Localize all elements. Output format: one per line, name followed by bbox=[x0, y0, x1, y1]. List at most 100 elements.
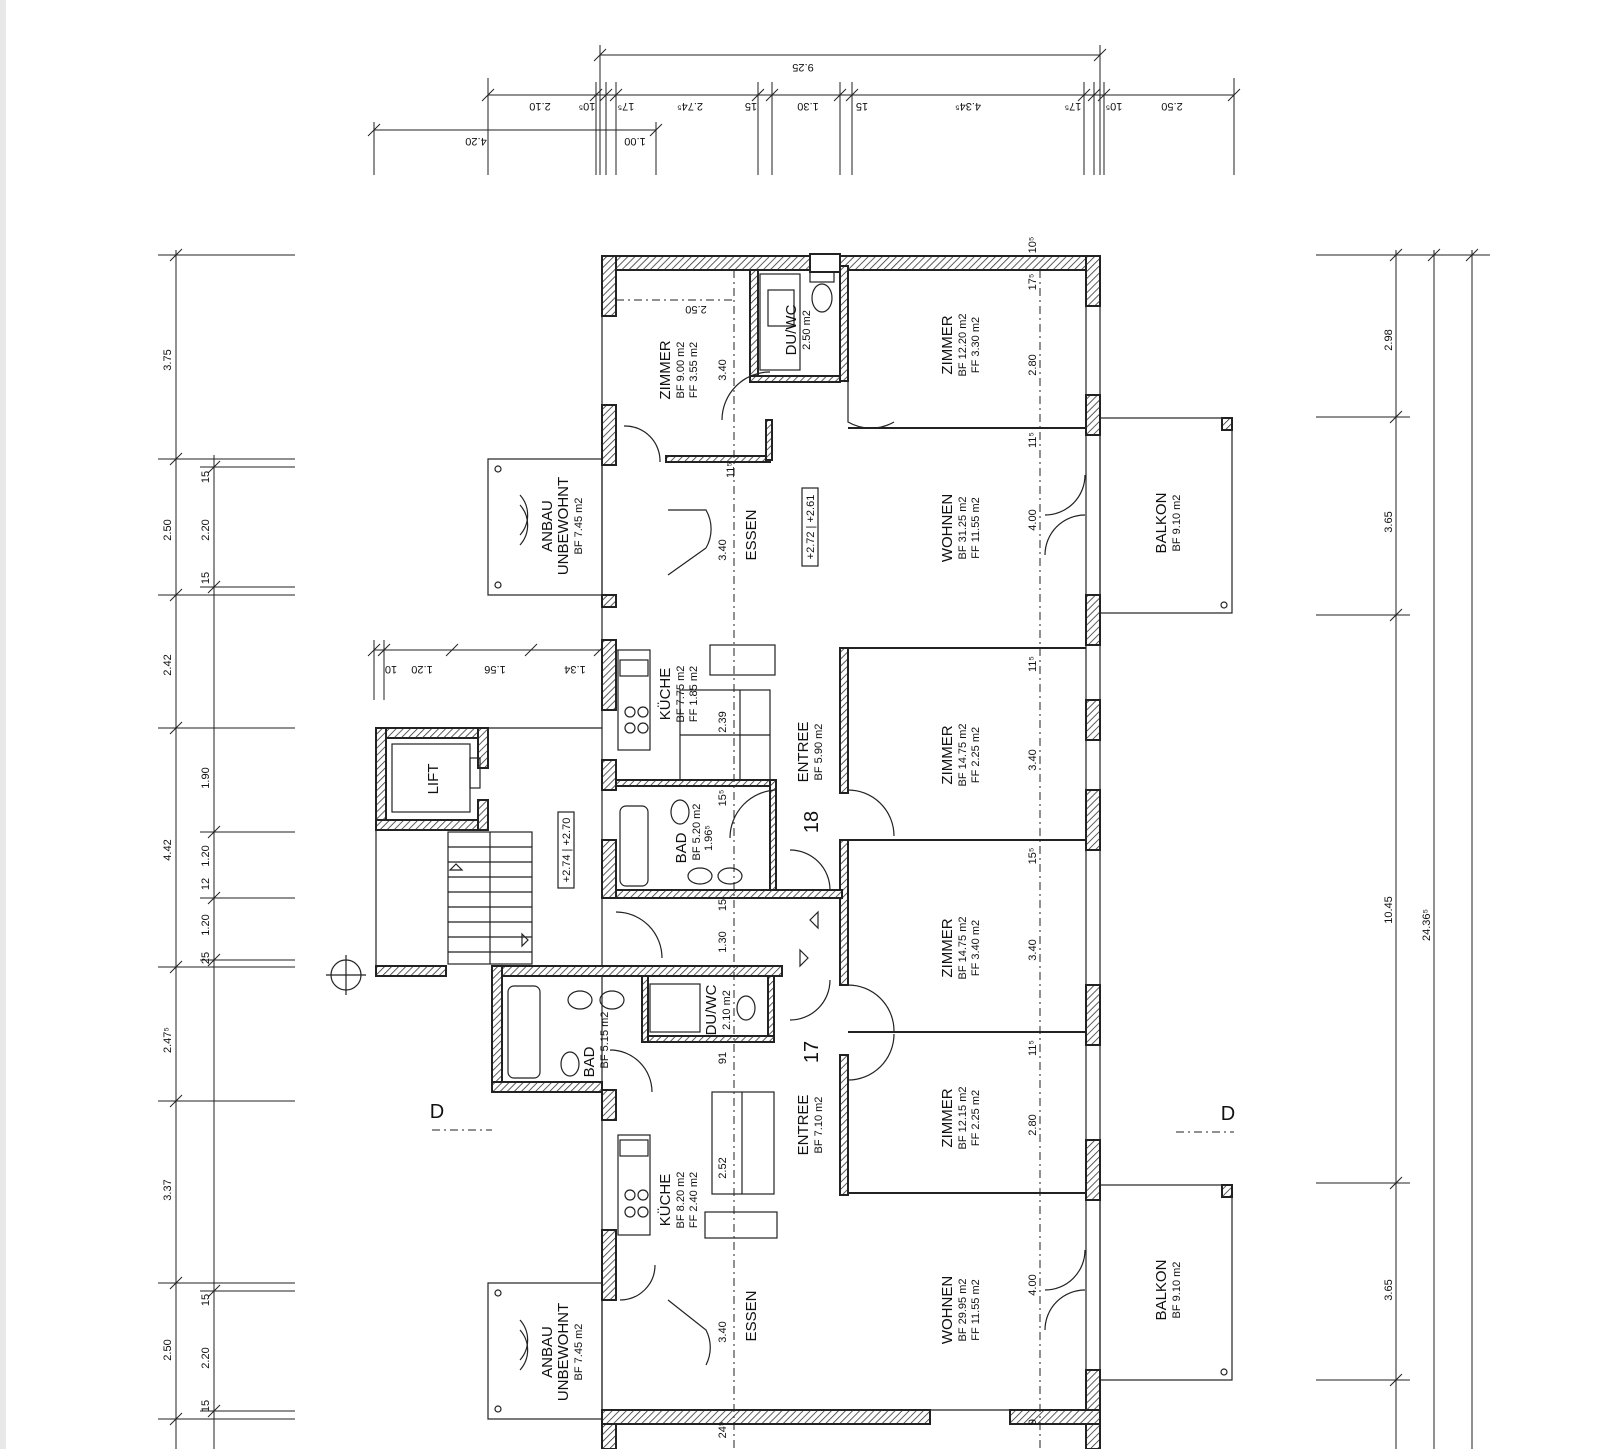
room-ff-wohnen-2: FF 11.55 m2 bbox=[970, 1279, 982, 1341]
dim-inner-7: 2.39 bbox=[717, 711, 729, 732]
room-name-kueche-2: KÜCHE bbox=[656, 1174, 674, 1227]
dim-inner-3: 2.80 bbox=[1027, 354, 1039, 375]
room-ff-zimmer-3: FF 2.25 m2 bbox=[970, 727, 982, 783]
room-bf-zimmer-5: BF 12.15 m2 bbox=[957, 1087, 969, 1150]
unit-number-17: 17 bbox=[801, 1041, 823, 1063]
room-name-duwc-2: DU/WC bbox=[703, 984, 720, 1035]
room-name-balkon-1: BALKON bbox=[1153, 493, 1170, 554]
level-label-upper: +2.72 | +2.61 bbox=[805, 495, 817, 560]
room-bf-anbau-2: BF 7.45 m2 bbox=[573, 1324, 585, 1381]
dim-mid-2: 1.20 bbox=[411, 663, 432, 675]
dim-left2-10: 2.20 bbox=[200, 1347, 212, 1368]
room-bf-kueche-2: BF 8.20 m2 bbox=[675, 1172, 687, 1229]
room-ff-zimmer-4: FF 3.40 m2 bbox=[970, 920, 982, 976]
room-area-duwc-1: 2.50 m2 bbox=[801, 310, 813, 350]
room-bf-wohnen-2: BF 29.95 m2 bbox=[957, 1279, 969, 1342]
room-bf-zimmer-1: BF 9.00 m2 bbox=[675, 342, 687, 399]
dim-mid-3: 1.56 bbox=[484, 663, 505, 675]
dim-inner-1: 2.50 bbox=[685, 303, 706, 315]
room-labels: ZIMMER BF 9.00 m2 FF 3.55 m2 DU/WC 2.50 … bbox=[425, 304, 1235, 1401]
dim-right-3: 10.45 bbox=[1383, 896, 1395, 924]
dim-top-i: 17⁵ bbox=[1065, 100, 1082, 112]
room-bf-bad-1: BF 5.20 m2 bbox=[691, 804, 703, 861]
room-name-anbau-1a: ANBAU bbox=[539, 500, 556, 552]
dim-right-5: 3.65 bbox=[1383, 1279, 1395, 1300]
dim-inner-24: 91 bbox=[717, 1052, 729, 1064]
dim-left2-5: 1.20 bbox=[200, 845, 212, 866]
room-name-wohnen-1: WOHNEN bbox=[939, 494, 956, 562]
room-name-essen-1: ESSEN bbox=[743, 510, 760, 561]
dim-inner-14: 10⁵ bbox=[1027, 237, 1039, 254]
room-bf-zimmer-4: BF 14.75 m2 bbox=[957, 917, 969, 980]
room-bf-anbau-1: BF 7.45 m2 bbox=[573, 498, 585, 555]
dim-inner-8: 3.40 bbox=[1027, 749, 1039, 770]
room-ff-zimmer-2: FF 3.30 m2 bbox=[970, 317, 982, 373]
dim-left2-11: 15 bbox=[200, 1400, 212, 1412]
level-box-stair bbox=[557, 811, 575, 889]
dim-left2-2: 2.20 bbox=[200, 519, 212, 540]
dim-left2-6: 12 bbox=[200, 878, 212, 890]
room-bf-entree-2: BF 7.10 m2 bbox=[813, 1097, 825, 1154]
dim-mid-4: 1.34 bbox=[564, 663, 585, 675]
dim-inner-19: 11⁵ bbox=[1027, 1040, 1039, 1056]
dim-left2-4: 1.90 bbox=[200, 767, 212, 788]
dim-inner-21: 15⁵ bbox=[717, 790, 729, 807]
room-name-anbau-1b: UNBEWOHNT bbox=[555, 477, 572, 575]
dim-left-2: 2.50 bbox=[162, 519, 174, 540]
dim-top-j: 10⁵ bbox=[1106, 100, 1123, 112]
dim-inner-10: 2.80 bbox=[1027, 1114, 1039, 1135]
left-dimension-chains bbox=[158, 248, 640, 1449]
room-bf-bad-2: BF 5.15 m2 bbox=[599, 1012, 611, 1069]
dim-left-1: 3.75 bbox=[162, 349, 174, 370]
dim-top-a: 2.10 bbox=[529, 100, 550, 112]
room-name-zimmer-2: ZIMMER bbox=[939, 315, 956, 374]
dim-top-e: 15 bbox=[745, 100, 757, 112]
dim-right-4: 24.36⁵ bbox=[1421, 909, 1433, 941]
level-box-upper bbox=[801, 487, 819, 567]
dim-inner-26: 24⁵ bbox=[717, 1422, 729, 1439]
dim-top-c: 17⁵ bbox=[618, 100, 635, 112]
room-name-bad-2: BAD bbox=[581, 1046, 598, 1077]
dim-top-b: 10⁵ bbox=[579, 100, 596, 112]
dim-inner-15: 17⁵ bbox=[1027, 274, 1039, 291]
dim-left-4: 4.42 bbox=[162, 839, 174, 860]
room-bf-balkon-1: BF 9.10 m2 bbox=[1171, 495, 1183, 552]
dim-inner-17: 11⁵ bbox=[1027, 656, 1039, 672]
dim-inner-11: 4.00 bbox=[1027, 1274, 1039, 1295]
section-mark-right: D bbox=[1221, 1103, 1235, 1125]
dim-top-l: 4.20 bbox=[465, 135, 486, 147]
room-bf-wohnen-1: BF 31.25 m2 bbox=[957, 497, 969, 560]
dim-left2-9: 15 bbox=[200, 1294, 212, 1306]
room-name-zimmer-1: ZIMMER bbox=[657, 340, 674, 399]
dim-inner-23: 1.30 bbox=[717, 931, 729, 952]
dim-inner-22: 15 bbox=[717, 899, 729, 911]
dim-inner-16: 11⁵ bbox=[1027, 432, 1039, 448]
inner-dimension-labels: 2.50 3.40 2.80 11⁵ 3.40 4.00 2.39 3.40 3… bbox=[685, 237, 1039, 1439]
room-bf-zimmer-2: BF 12.20 m2 bbox=[957, 314, 969, 377]
room-name-lift: LIFT bbox=[425, 764, 442, 795]
room-area-duwc-2: 2.10 m2 bbox=[721, 990, 733, 1030]
dim-left2-7: 1.20 bbox=[200, 914, 212, 935]
dim-inner-2: 3.40 bbox=[717, 359, 729, 380]
room-name-kueche-1: KÜCHE bbox=[656, 668, 674, 721]
dim-left2-3: 15 bbox=[200, 572, 212, 584]
room-ff-zimmer-1: FF 3.55 m2 bbox=[688, 342, 700, 398]
left-dimension-labels: 3.75 2.50 2.42 4.42 2.47⁵ 3.37 2.50 15 2… bbox=[162, 349, 586, 1412]
dim-top-total: 9.25 bbox=[792, 61, 813, 73]
room-bf-kueche-1: BF 7.75 m2 bbox=[675, 666, 687, 723]
dim-top-d: 2.74⁵ bbox=[677, 100, 703, 112]
room-name-duwc-1: DU/WC bbox=[783, 304, 800, 355]
dim-inner-4: 11⁵ bbox=[725, 462, 737, 478]
right-dimension-labels: 2.98 3.65 10.45 24.36⁵ 3.65 bbox=[1383, 329, 1433, 1300]
dim-left-7: 2.50 bbox=[162, 1339, 174, 1360]
door-swings bbox=[519, 371, 1086, 1371]
room-name-zimmer-5: ZIMMER bbox=[939, 1088, 956, 1147]
annexes bbox=[487, 458, 603, 1420]
dim-left-5: 2.47⁵ bbox=[162, 1027, 174, 1053]
room-name-anbau-2a: ANBAU bbox=[539, 1326, 556, 1378]
section-mark-left: D bbox=[430, 1101, 444, 1123]
right-dimension-chains bbox=[1316, 248, 1490, 1449]
room-ff-zimmer-5: FF 2.25 m2 bbox=[970, 1090, 982, 1146]
room-bf-entree-1: BF 5.90 m2 bbox=[813, 724, 825, 781]
